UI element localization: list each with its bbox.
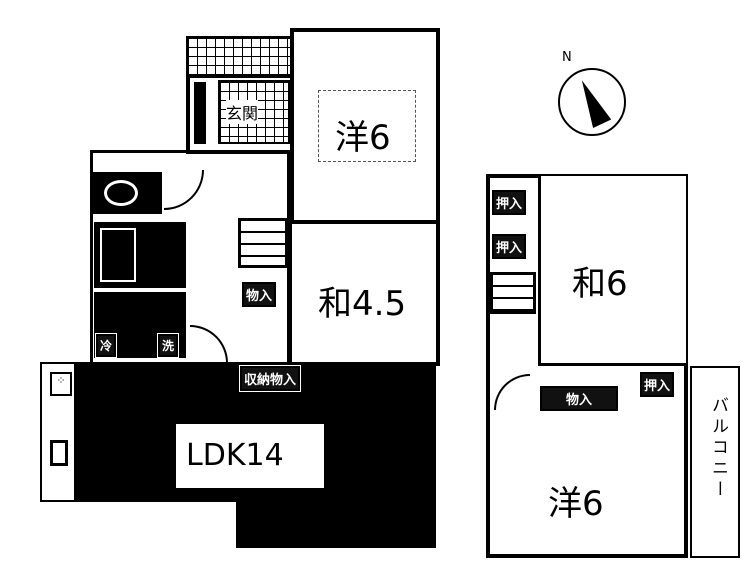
stove-icon: ⁘ bbox=[50, 372, 72, 396]
stairs-2f bbox=[490, 272, 536, 314]
sink-icon bbox=[50, 440, 68, 466]
storage-closet: 収納物入 bbox=[238, 365, 302, 392]
shoe-cabinet bbox=[194, 82, 206, 144]
western-6-2f-label: 洋6 bbox=[548, 484, 604, 524]
oshiire-1: 押入 bbox=[490, 189, 528, 216]
toilet-icon bbox=[104, 180, 138, 206]
japanese-4-5-label: 和4.5 bbox=[318, 284, 407, 324]
compass bbox=[558, 68, 626, 136]
closet-2f: 物入 bbox=[538, 385, 620, 412]
rug-outline bbox=[318, 90, 416, 162]
balcony-label: バルコニー bbox=[708, 396, 728, 501]
oshiire-3: 押入 bbox=[638, 371, 676, 398]
ldk-label-box bbox=[176, 424, 324, 488]
entrance-porch bbox=[186, 36, 294, 76]
western-6-label: 洋6 bbox=[335, 118, 391, 158]
stairs-1f bbox=[238, 218, 288, 268]
compass-north-label: N bbox=[562, 50, 572, 65]
north-arrow-icon bbox=[572, 76, 612, 128]
room-japanese-6 bbox=[538, 176, 686, 366]
bathroom bbox=[94, 222, 186, 288]
fridge-label: 冷 bbox=[94, 333, 118, 358]
ldk-label: LDK14 bbox=[186, 438, 284, 473]
genkan-label: 玄関 bbox=[226, 100, 259, 124]
stair-closet: 物入 bbox=[240, 281, 278, 308]
balcony bbox=[690, 366, 740, 558]
washer-label: 洗 bbox=[156, 333, 180, 358]
japanese-6-label: 和6 bbox=[572, 264, 628, 304]
bathtub-icon bbox=[100, 228, 136, 282]
oshiire-2: 押入 bbox=[490, 233, 528, 260]
